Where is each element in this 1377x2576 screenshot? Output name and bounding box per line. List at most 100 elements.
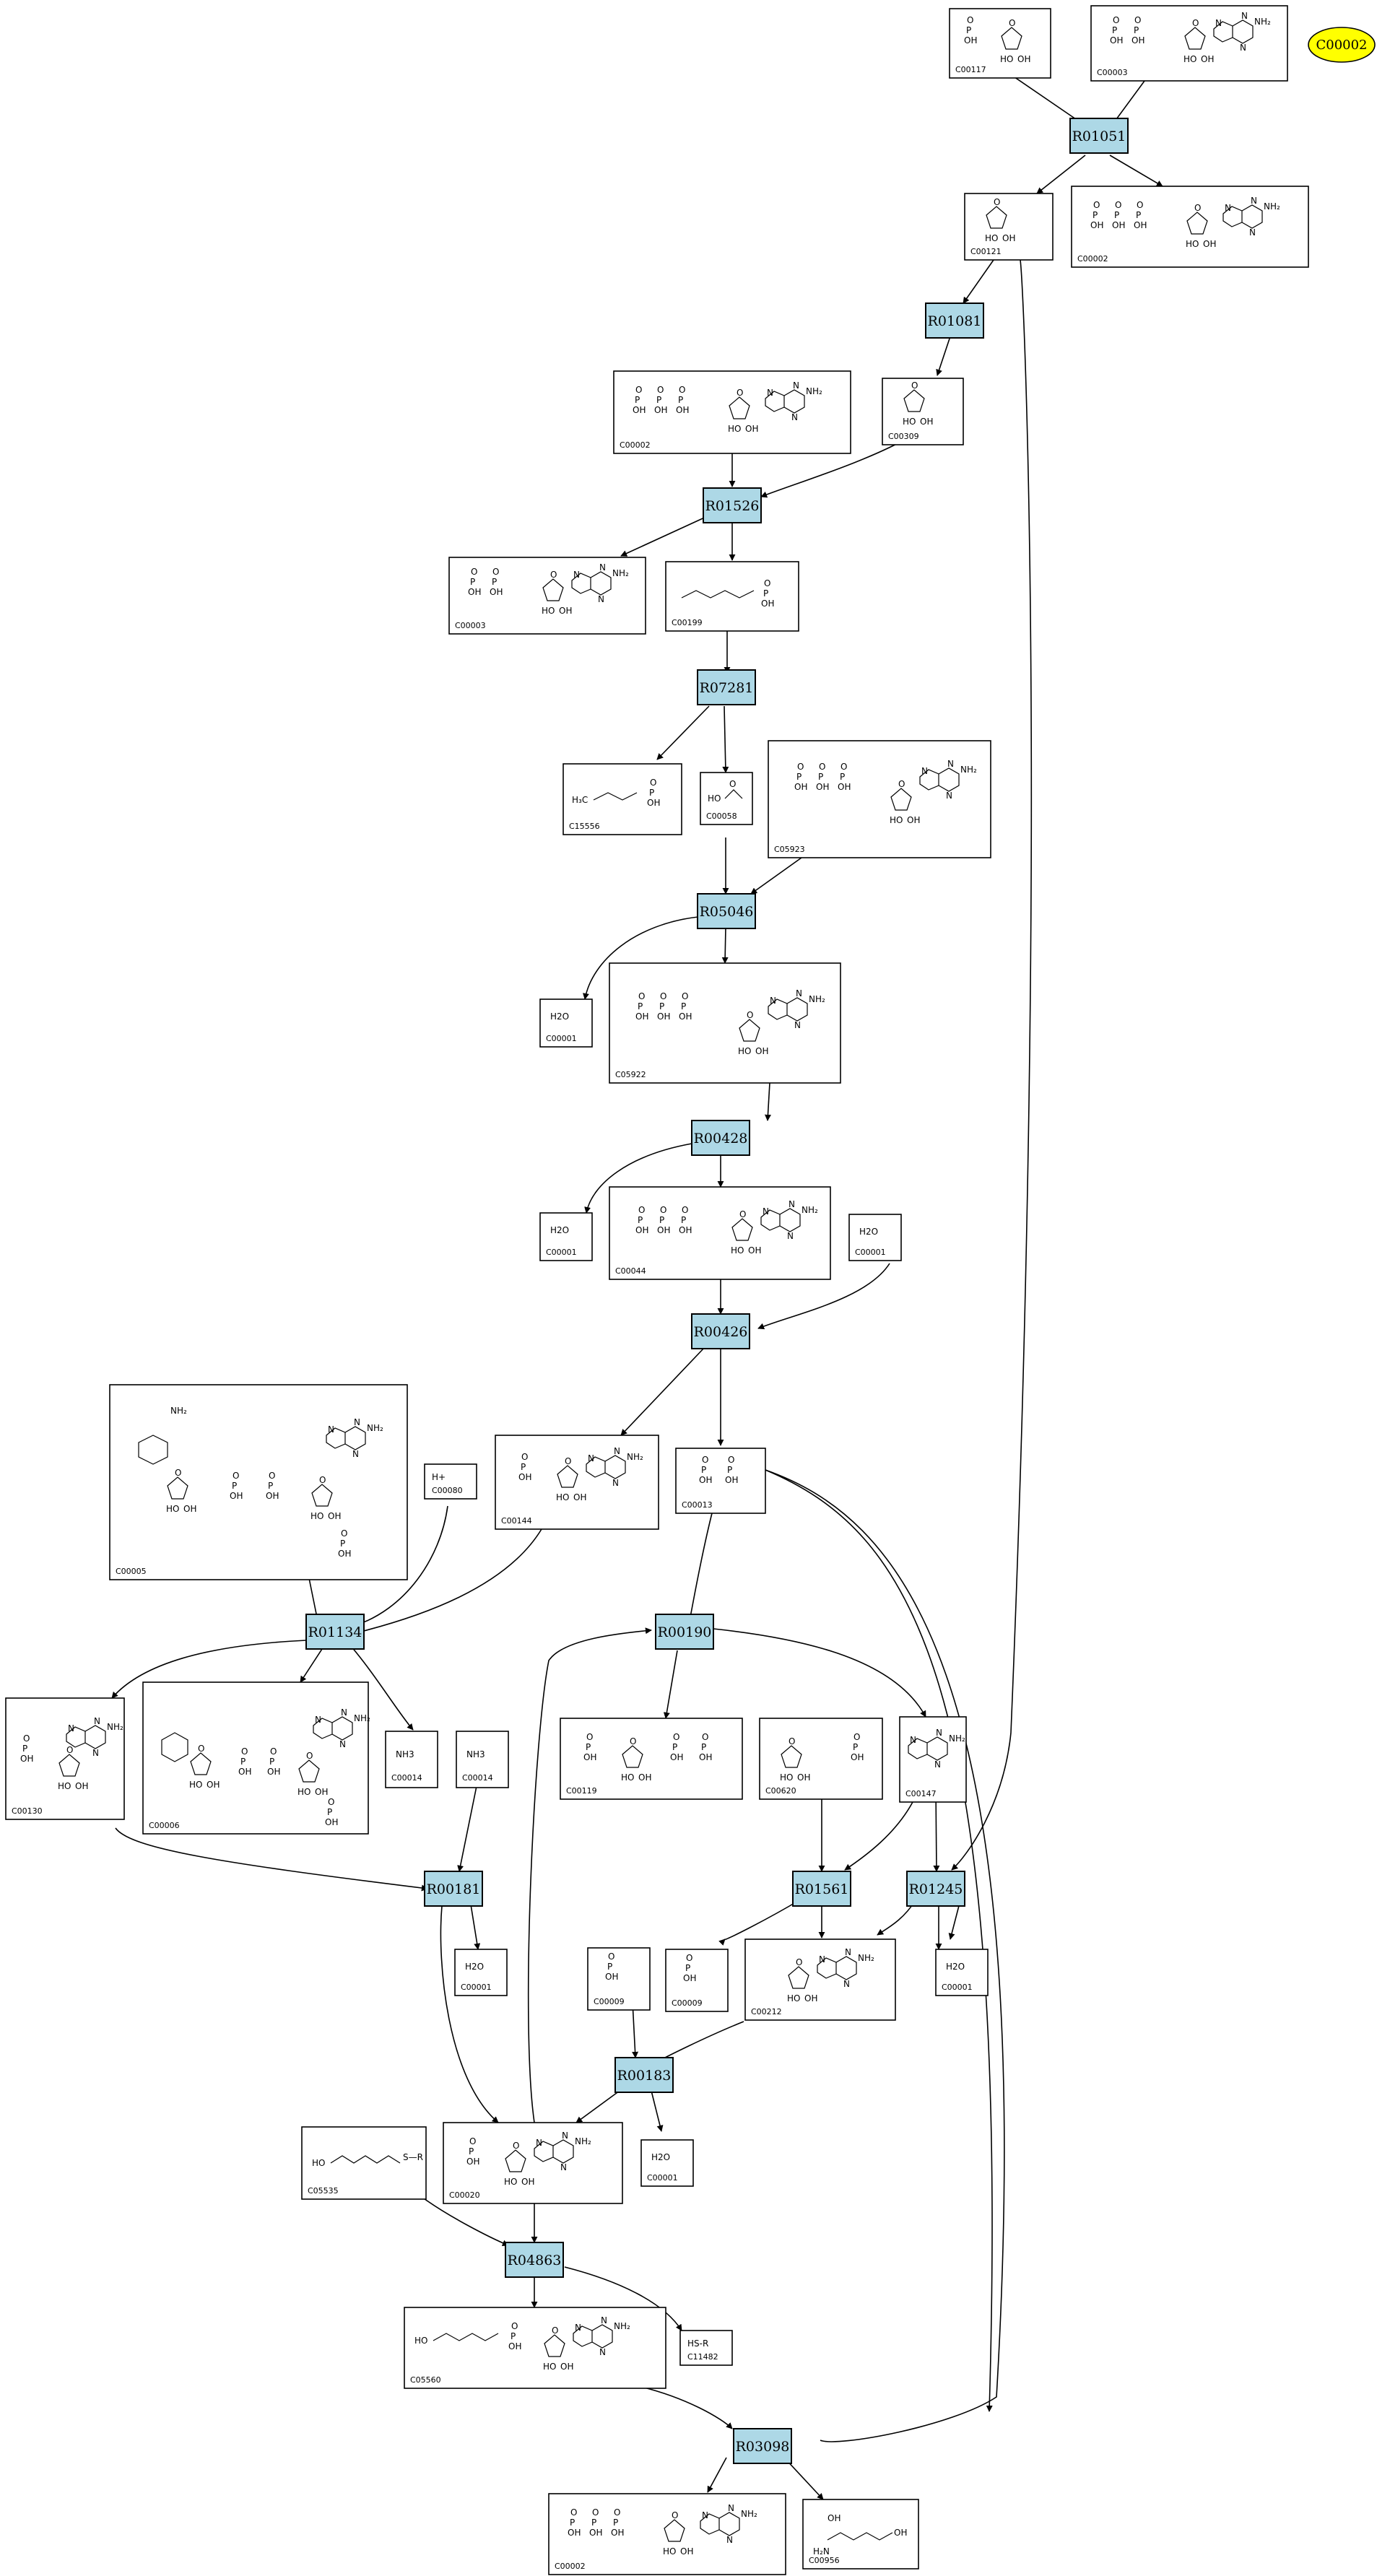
edge — [663, 1650, 678, 1719]
reaction-label: R03098 — [736, 2439, 790, 2455]
compound-node[interactable]: C00212 — [744, 1938, 896, 2021]
compound-id: C00144 — [501, 1516, 532, 1526]
compound-node[interactable]: C00009 — [587, 1947, 651, 2011]
compound-node[interactable]: C00002 — [613, 370, 851, 454]
compound-node[interactable]: C00130 — [5, 1697, 125, 1820]
compound-node[interactable]: C00002 — [1071, 186, 1309, 268]
svg-text:OH: OH — [894, 2528, 907, 2538]
structure-glyph — [161, 1707, 371, 1827]
compound-node[interactable]: H+ C00080 — [424, 1463, 477, 1500]
compound-node[interactable]: H2O C00001 — [454, 1949, 508, 1996]
compound-node[interactable]: C00117 — [949, 8, 1051, 79]
highlight-node[interactable]: C00002 — [1308, 27, 1376, 63]
structure-glyph: H₃C — [572, 778, 661, 808]
edge — [718, 1900, 800, 1946]
compound-node[interactable]: C00006 — [142, 1681, 371, 1835]
compound-node[interactable]: C05923 — [768, 740, 991, 858]
compound-id: C00014 — [391, 1773, 422, 1783]
reaction-label: R00428 — [694, 1131, 748, 1146]
compound-id: C00001 — [647, 2173, 678, 2183]
reaction-label: R01134 — [308, 1624, 362, 1640]
reaction-label: R01051 — [1072, 129, 1126, 144]
reaction-label: R00183 — [617, 2068, 672, 2084]
compound-node[interactable]: HOO C00058 — [700, 772, 753, 825]
compound-node[interactable]: OH OH H₂N C00956 — [802, 2499, 919, 2570]
edge — [620, 515, 710, 557]
compound-node[interactable]: NH3 C00014 — [385, 1731, 438, 1788]
reaction-node[interactable]: R01051 — [1069, 118, 1129, 154]
edge — [1109, 155, 1163, 187]
reaction-node[interactable]: R07281 — [697, 669, 756, 705]
compound-node[interactable]: C00020 — [443, 2122, 623, 2204]
reaction-node[interactable]: R03098 — [733, 2428, 792, 2464]
structure-glyph: HO S—R — [312, 2152, 423, 2168]
edge — [765, 1469, 1005, 2442]
edge — [687, 1513, 713, 1625]
compound-node[interactable]: NH₂ C00005 — [109, 1384, 408, 1580]
edge — [564, 2266, 682, 2331]
structure-glyph: OH OH H₂N — [813, 2513, 907, 2557]
compound-node[interactable]: C05922 — [609, 962, 841, 1084]
edges — [111, 71, 1163, 2500]
compound-node[interactable]: H₃C C15556 — [562, 763, 682, 835]
compound-node[interactable]: HO S—R C05535 — [301, 2126, 427, 2200]
edge — [457, 1785, 477, 1872]
compound-node[interactable]: C00119 — [560, 1718, 743, 1800]
compound-id: C00956 — [809, 2556, 840, 2565]
svg-text:HO: HO — [708, 793, 721, 804]
compound-node[interactable]: H2O C00001 — [848, 1214, 902, 1261]
compound-formula: H2O — [859, 1227, 878, 1237]
compound-node[interactable]: C00044 — [609, 1186, 831, 1280]
compound-node[interactable]: HO C05560 — [404, 2307, 666, 2389]
reaction-label: R01245 — [909, 1881, 963, 1897]
compound-node[interactable]: H2O C00001 — [935, 1949, 989, 1996]
edge — [760, 435, 912, 498]
edge — [620, 1346, 705, 1436]
reaction-node[interactable]: R01526 — [703, 487, 762, 523]
reaction-label: R00190 — [658, 1624, 712, 1640]
reaction-label: R05046 — [700, 904, 754, 920]
edge — [350, 1645, 414, 1731]
compound-node[interactable]: C00620 — [759, 1718, 883, 1800]
compound-id: C05560 — [410, 2375, 441, 2385]
compound-id: C11482 — [687, 2352, 718, 2362]
compound-node[interactable]: C00002 — [548, 2493, 786, 2575]
compound-id: C00002 — [620, 440, 651, 450]
reaction-node[interactable]: R00181 — [424, 1871, 483, 1907]
structure-glyph: HO — [414, 2315, 631, 2372]
reaction-node[interactable]: R00183 — [614, 2057, 674, 2093]
compound-node[interactable]: C00121 — [964, 193, 1054, 261]
compound-id: C15556 — [569, 822, 600, 831]
compound-node[interactable]: H2O C00001 — [640, 2139, 694, 2187]
compound-node[interactable]: C00144 — [495, 1435, 659, 1530]
compound-formula: NH3 — [466, 1749, 485, 1759]
edge — [936, 336, 951, 376]
compound-id: C00001 — [461, 1983, 492, 1992]
reaction-node[interactable]: R00190 — [655, 1614, 714, 1650]
svg-text:S—R: S—R — [403, 2152, 423, 2162]
reaction-node[interactable]: R01561 — [792, 1871, 851, 1907]
reaction-node[interactable]: R04863 — [505, 2242, 564, 2278]
compound-node[interactable]: C00003 — [448, 557, 646, 635]
reaction-node[interactable]: R00428 — [691, 1120, 750, 1156]
compound-node[interactable]: C00309 — [882, 378, 964, 445]
compound-node[interactable]: C00147 — [899, 1716, 967, 1803]
reaction-node[interactable]: R01134 — [305, 1614, 365, 1650]
compound-node[interactable]: HS-R C11482 — [679, 2330, 733, 2366]
reaction-node[interactable]: R05046 — [697, 893, 756, 929]
compound-formula: NH3 — [396, 1749, 414, 1759]
reaction-node[interactable]: R01245 — [906, 1871, 965, 1907]
compound-node[interactable]: C00013 — [675, 1448, 766, 1514]
compound-node[interactable]: NH3 C00014 — [456, 1731, 509, 1788]
compound-id: C00013 — [682, 1500, 713, 1510]
compound-node[interactable]: H2O C00001 — [539, 998, 593, 1048]
compound-node[interactable]: C00003 — [1090, 5, 1288, 82]
compound-node[interactable]: C00199 — [665, 561, 799, 632]
reaction-node[interactable]: R01081 — [925, 303, 984, 339]
compound-node[interactable]: C00009 — [665, 1949, 729, 2012]
edge — [584, 1143, 692, 1214]
compound-id: C00009 — [672, 1998, 703, 2008]
reaction-node[interactable]: R00426 — [691, 1313, 750, 1349]
compound-node[interactable]: H2O C00001 — [539, 1212, 593, 1261]
